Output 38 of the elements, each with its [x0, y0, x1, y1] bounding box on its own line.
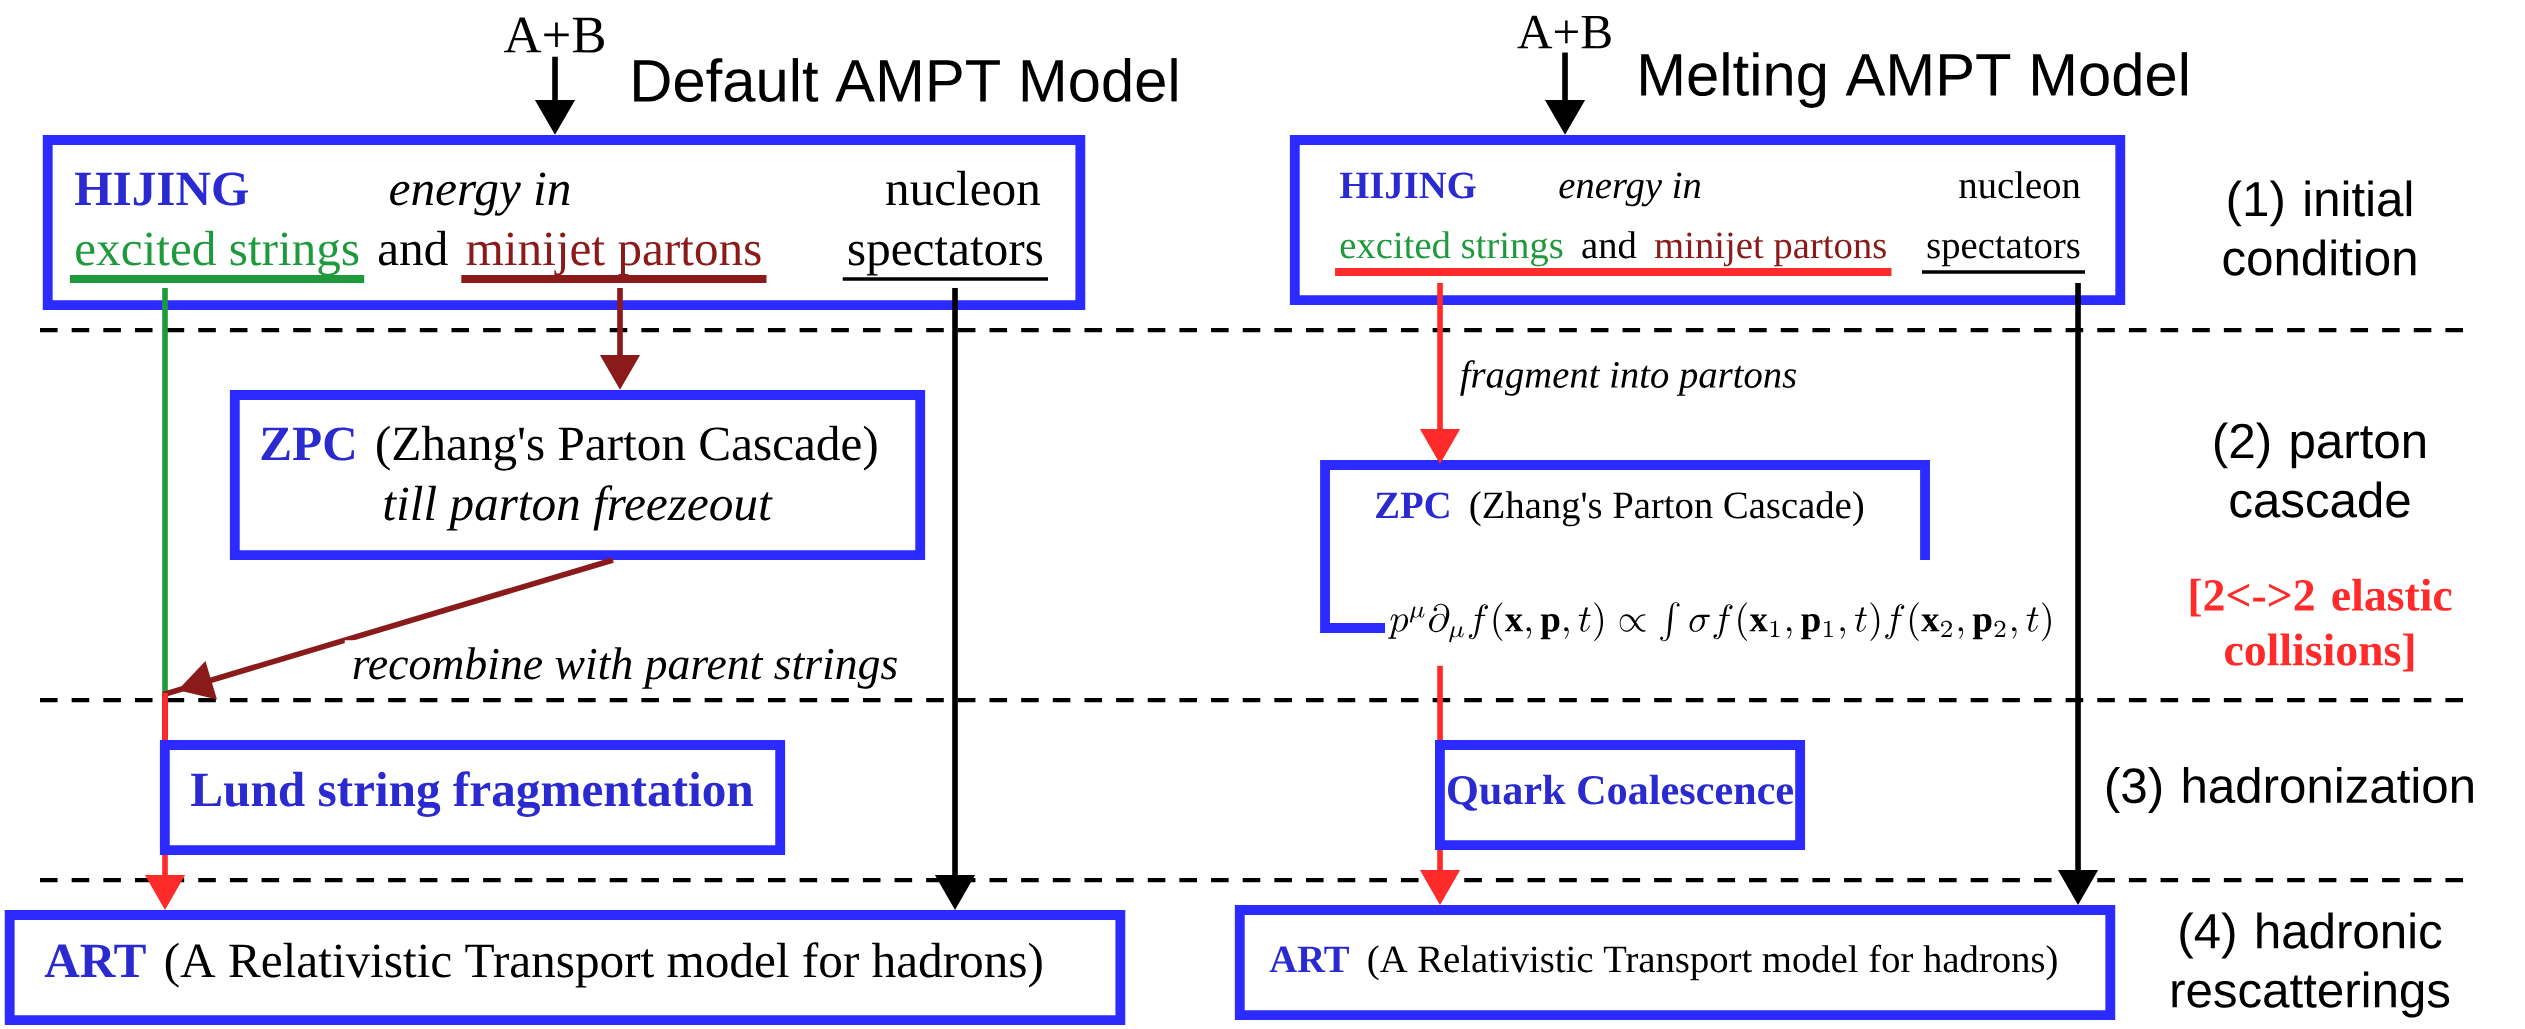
box-text: nucleon — [1959, 171, 2081, 199]
stage-label: (3) hadronization — [2106, 767, 2473, 813]
box-text: till parton freezeout — [384, 485, 773, 531]
box-text: spectators — [1927, 236, 2080, 267]
box-title: ZPC — [261, 427, 354, 461]
edge-label: fragment into partons — [1452, 353, 1805, 403]
stage-label: (1) initial condition — [2223, 180, 2416, 276]
box-title: ART — [44, 944, 146, 978]
box-text: (A Relativistic Transport model for hadrons) — [165, 942, 1042, 988]
connector-line — [1437, 665, 1443, 741]
box-text: nucleon — [886, 170, 1041, 206]
stage-label: (2) parton cascade — [2215, 422, 2425, 518]
box-title: ART — [1269, 946, 1349, 973]
box-title: Lund string fragmentation — [191, 771, 753, 817]
start-label: A+B — [1517, 15, 1611, 49]
box-text: (Zhang's Parton Cascade) — [1470, 491, 1863, 527]
box-title: ZPC — [1376, 492, 1449, 519]
box-text: (A Relativistic Transport model for hadrons) — [1368, 944, 2057, 981]
panel-title: Default AMPT Model — [634, 58, 1177, 102]
box-text: spectators — [849, 237, 1043, 276]
box-text: excited strings — [1340, 231, 1563, 267]
box-text: and — [378, 230, 448, 266]
box-text: energy in — [1559, 172, 1701, 207]
start-label: A+B — [504, 17, 604, 53]
edge-label: recombine with parent strings — [344, 640, 906, 696]
box-title: Quark Coalescence — [1448, 774, 1793, 811]
box-text: minijet partons — [1654, 232, 1886, 267]
box-text: (Zhang's Parton Cascade) — [377, 425, 877, 471]
box-text: minijet partons — [466, 232, 761, 276]
box-title: HIJING — [1339, 172, 1476, 199]
box-text: energy in — [390, 172, 570, 216]
annotation-text: [2<->2 elastic collisions] — [2190, 578, 2452, 672]
stage-label: (4) hadronic rescatterings — [2172, 912, 2450, 1018]
box-title: HIJING — [75, 172, 248, 206]
box-text: excited strings — [76, 230, 359, 276]
equation: $p^{\mu}\partial_{\mu} f(\mathbf{x},\mathbf{p},t) \propto \int \sigma f(\mathbf{x}_{1},\mathbf{p}_{1},t) f(\mathbf{x}_{2},\mathbf{p}_{2},t)$ — [1388, 602, 2051, 643]
box-text: and — [1582, 231, 1637, 259]
connector-line — [162, 693, 168, 741]
